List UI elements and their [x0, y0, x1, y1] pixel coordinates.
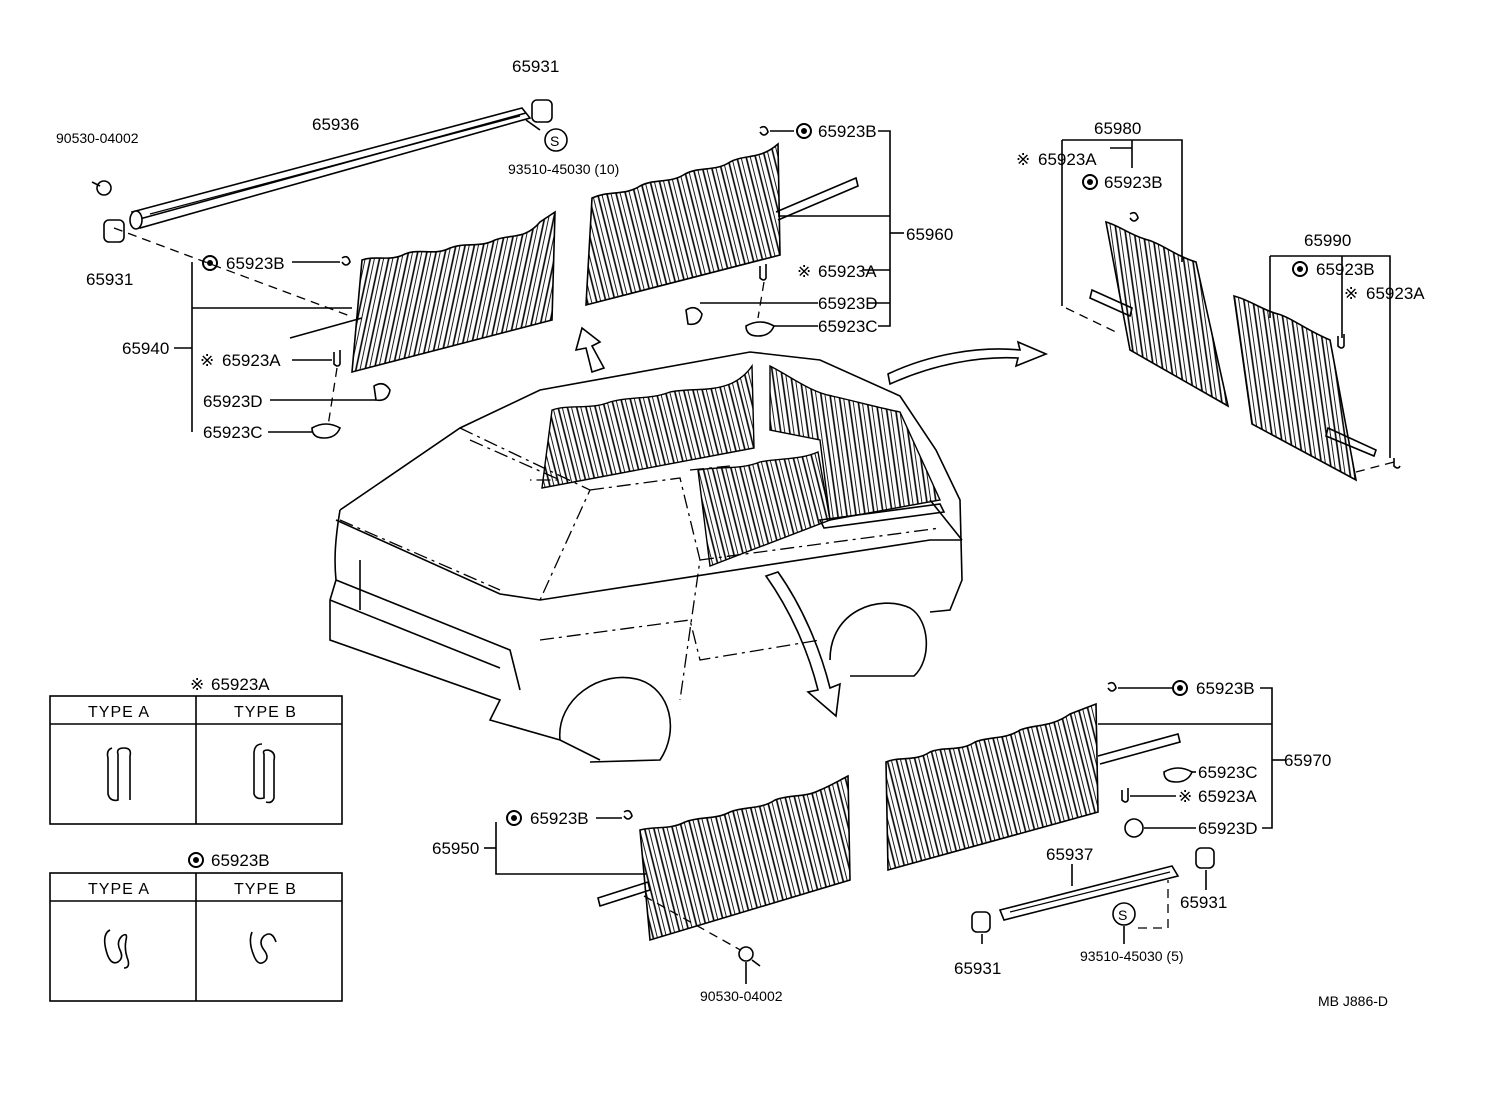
star-icon: ※ — [200, 351, 214, 370]
label-65923c-2: 65923C — [818, 317, 878, 336]
stopper-d-icon-5 — [1124, 818, 1144, 838]
holder-c-icon-2 — [745, 321, 776, 337]
label-90530-top: 90530-04002 — [56, 130, 139, 146]
holder-c-icon — [311, 423, 342, 439]
label-93510-10: 93510-45030 (10) — [508, 161, 619, 177]
ring-icon-2 — [796, 123, 812, 139]
label-65923c-1: 65923C — [203, 423, 263, 442]
clip-b-icon-5 — [1107, 681, 1117, 692]
sunshade-65980 — [1089, 220, 1230, 408]
clip-b-icon-2 — [759, 125, 769, 136]
screw-90530-top — [91, 180, 112, 196]
ring-icon-4 — [1292, 261, 1308, 277]
rail-65937 — [998, 865, 1180, 921]
s-mark-icon-2: S — [1112, 902, 1136, 944]
label-65923b-6: 65923B — [530, 809, 589, 828]
label-65923a-4: 65923A — [1366, 284, 1425, 303]
screw-90530-bottom — [738, 946, 761, 984]
end-cap-65931-br — [1195, 847, 1215, 869]
stopper-d-icon-2 — [685, 306, 703, 326]
star-icon-3: ※ — [1016, 150, 1030, 169]
arrow-down-icon — [764, 571, 841, 718]
clip-a-icon-5 — [1121, 788, 1129, 803]
label-65923b-3: 65923B — [1104, 173, 1163, 192]
label-65931-br: 65931 — [1180, 893, 1227, 912]
end-cap-65931-bl — [971, 911, 991, 933]
star-icon-4: ※ — [1344, 284, 1358, 303]
stopper-d-icon — [373, 382, 391, 402]
label-65923b-5: 65923B — [1196, 679, 1255, 698]
label-65990: 65990 — [1304, 231, 1351, 250]
table-65923a — [49, 695, 343, 825]
table-65923b — [49, 872, 343, 1002]
label-65923d-5: 65923D — [1198, 819, 1258, 838]
label-65923b-4: 65923B — [1316, 260, 1375, 279]
sunshade-65990 — [1233, 294, 1377, 482]
ring-icon-6 — [506, 810, 522, 826]
label-65923d-1: 65923D — [203, 392, 263, 411]
ring-icon-3 — [1082, 174, 1098, 190]
table-a-col-b: TYPE B — [234, 704, 297, 721]
labels: 65931 65936 90530-04002 93510-45030 (10)… — [56, 57, 1425, 1009]
label-90530-bottom: 90530-04002 — [700, 988, 783, 1004]
vehicle-window-shades — [541, 363, 942, 567]
clip-a-icon — [333, 350, 341, 367]
end-cap-65931-top — [531, 99, 553, 123]
label-65923c-5: 65923C — [1198, 763, 1258, 782]
svg-text:S: S — [1118, 907, 1127, 923]
arrow-right-icon — [887, 340, 1049, 386]
sunshade-65950 — [597, 774, 851, 942]
label-65940: 65940 — [122, 339, 169, 358]
s-mark-icon: S — [525, 119, 568, 152]
roof-rail-65936 — [129, 107, 532, 230]
label-65923b-2: 65923B — [818, 122, 877, 141]
label-65923d-2: 65923D — [818, 294, 878, 313]
ring-icon-5 — [1172, 680, 1188, 696]
label-65931-left: 65931 — [86, 270, 133, 289]
sunshade-65960 — [585, 142, 859, 307]
clip-a-icon-2 — [759, 264, 767, 281]
diagram-code: MB J886-D — [1318, 993, 1388, 1009]
label-65970: 65970 — [1284, 751, 1331, 770]
table-a-title: 65923A — [211, 675, 270, 694]
sunshade-65940 — [289, 210, 556, 374]
label-65923b-1: 65923B — [226, 254, 285, 273]
table-b-col-a: TYPE A — [88, 881, 150, 898]
svg-text:S: S — [550, 133, 559, 149]
label-65923a-2: 65923A — [818, 262, 877, 281]
star-icon-2: ※ — [797, 262, 811, 281]
ring-icon-table — [188, 852, 204, 868]
label-65937: 65937 — [1046, 845, 1093, 864]
label-65950: 65950 — [432, 839, 479, 858]
clip-b-icon-3 — [1129, 211, 1139, 222]
end-cap-65931-left — [103, 219, 125, 243]
label-65931-top: 65931 — [512, 57, 559, 76]
table-b-title: 65923B — [211, 851, 270, 870]
table-b-col-b: TYPE B — [234, 881, 297, 898]
arrow-up-icon — [574, 326, 606, 374]
label-65931-bl: 65931 — [954, 959, 1001, 978]
table-a-col-a: TYPE A — [88, 704, 150, 721]
label-65936: 65936 — [312, 115, 359, 134]
label-65923a-5: 65923A — [1198, 787, 1257, 806]
holder-c-icon-5 — [1163, 767, 1194, 783]
vehicle-body — [329, 351, 963, 763]
label-65923a-3: 65923A — [1038, 150, 1097, 169]
ring-icon — [202, 255, 218, 271]
clip-b-icon — [341, 255, 351, 266]
star-icon-5: ※ — [1178, 787, 1192, 806]
sunshade-65970 — [885, 702, 1181, 872]
clip-a-icon-3 — [1337, 334, 1345, 349]
clip-b-icon-6 — [623, 809, 633, 820]
label-65923a-1: 65923A — [222, 351, 281, 370]
label-65980: 65980 — [1094, 119, 1141, 138]
star-icon-table: ※ — [190, 675, 204, 694]
label-65960: 65960 — [906, 225, 953, 244]
label-93510-5: 93510-45030 (5) — [1080, 948, 1184, 964]
